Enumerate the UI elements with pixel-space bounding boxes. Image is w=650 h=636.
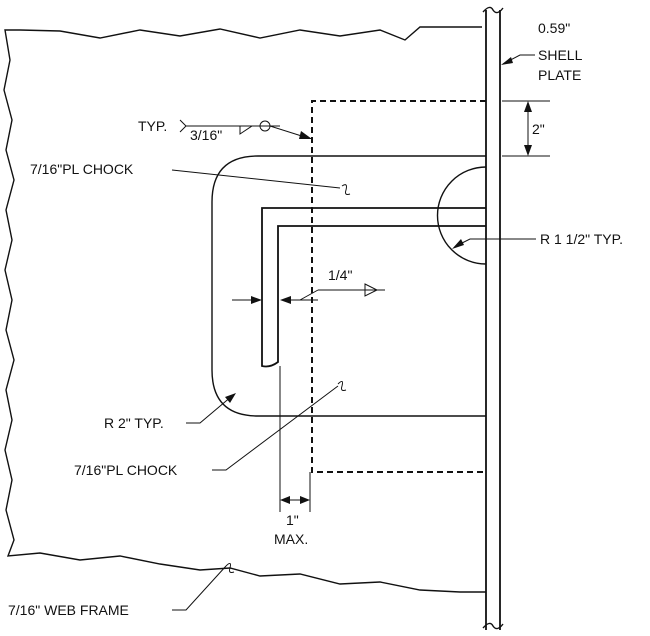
plate-text: PLATE [538, 67, 581, 83]
weld-size-text: 3/16" [190, 127, 222, 143]
chock-top-text: 7/16"PL CHOCK [30, 161, 134, 177]
radius-1-arrow [452, 239, 464, 249]
chock-bottom-text: 7/16"PL CHOCK [74, 462, 178, 478]
web-frame-leader [172, 565, 227, 611]
shell-plate-top-break [482, 6, 504, 14]
shell-text: SHELL [538, 47, 583, 63]
hidden-chock-outline [311, 100, 486, 473]
typ-text: TYP. [138, 118, 167, 134]
scallop-cutout [436, 166, 487, 265]
web-frame-outline [3, 26, 486, 593]
shell-thickness-text: 0.59" [538, 20, 570, 36]
fillet-leader [299, 289, 319, 301]
shell-plate-arrow [501, 57, 513, 65]
web-frame-text: 7/16" WEB FRAME [8, 602, 129, 618]
dim-1-arrow-left [280, 496, 290, 504]
fillet-dim-arrow-left [251, 296, 262, 304]
radius-2-text: R 2" TYP. [104, 415, 164, 431]
chock-bottom-leader [212, 385, 339, 471]
max-text: MAX. [274, 531, 308, 547]
weld-tail [179, 119, 187, 133]
chock-bottom-squiggle [337, 380, 347, 391]
dim-2-arrow-bottom [524, 145, 532, 156]
chock-top-leader [171, 169, 341, 189]
dim-2-arrow-top [524, 101, 532, 112]
web-frame-squiggle [225, 562, 235, 573]
chock-plate-outline [211, 155, 486, 417]
radius-2-leader [186, 395, 233, 424]
fillet-weld-flag [364, 283, 379, 297]
fillet-dim-arrow-right [280, 296, 291, 304]
chock-top-squiggle [341, 184, 351, 195]
angle-stiffener [261, 207, 486, 368]
radius-1-leader [455, 238, 536, 247]
radius-1-text: R 1 1/2" TYP. [540, 231, 623, 247]
radius-2-arrow [225, 393, 236, 403]
shell-plate-bottom-break [482, 622, 504, 630]
dim-1-text: 1" [286, 512, 299, 528]
fillet-weld-symbol [239, 125, 253, 135]
dim-1-arrow-right [300, 496, 310, 504]
dim-2-text: 2" [532, 121, 545, 137]
weld-arrow-head [299, 131, 312, 139]
fillet-size-text: 1/4" [328, 267, 352, 283]
